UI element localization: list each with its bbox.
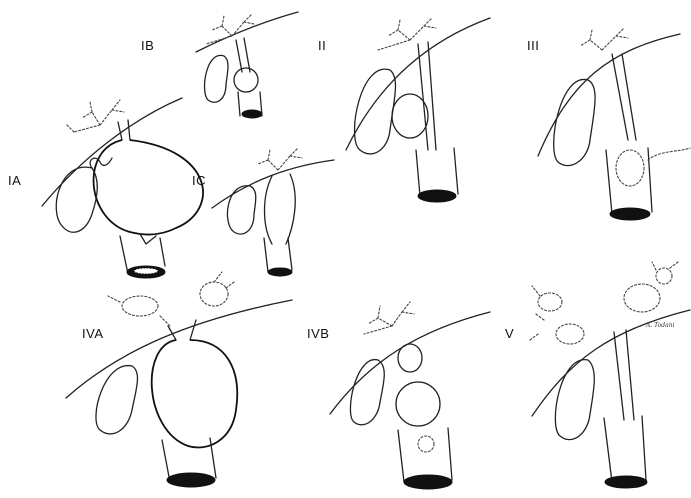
liver-edge [538,34,680,156]
panel-type-ib [196,12,298,118]
choledochocele [616,150,644,186]
panel-type-iii [538,28,690,220]
extrahepatic-cyst [152,340,238,448]
pancreatic-duct [648,148,690,160]
choledochocele [418,436,434,452]
label-type-iii: III [527,38,539,53]
liver-edge [42,98,182,206]
label-type-ia: IA [8,173,21,188]
intrahepatic-ducts [364,302,414,334]
duodenal-lumen [268,268,292,276]
duodenum [264,238,292,272]
cystic-duct [90,158,112,168]
duodenal-lumen-inner [134,268,158,274]
duodenal-lumen [610,208,650,220]
intrahepatic-ducts [580,28,628,50]
duodenal-lumen [167,473,215,487]
intrahepatic-ducts [258,148,302,170]
duodenal-lumen [418,190,456,202]
common-bile-duct [614,330,634,420]
panel-type-ii [346,18,490,202]
gallbladder [227,186,255,234]
intrahepatic-cyst [200,282,228,306]
common-bile-duct [612,54,636,140]
intrahepatic-cyst [538,293,562,311]
duodenal-lumen [605,476,647,488]
panel-type-v [530,262,690,488]
intrahepatic-ducts [66,100,124,132]
label-type-ii: II [318,38,326,53]
intrahepatic-cyst [624,284,660,312]
common-bile-duct [236,38,250,72]
gallbladder [56,167,97,232]
intrahepatic-cyst [556,324,584,344]
fusiform-dilated-duct [265,174,296,244]
gallbladder [96,366,138,434]
panel-type-ivb [330,302,490,489]
upper-cyst [398,344,422,372]
liver-edge [196,12,298,52]
intrahepatic-cyst [122,296,158,316]
label-type-ib: IB [141,38,154,53]
liver-edge [212,160,334,208]
segmental-cyst [234,68,258,92]
lower-cyst [396,382,440,426]
liver-edge [330,312,490,414]
gallbladder [555,360,594,440]
duodenum [606,148,652,214]
liver-edge [346,18,490,150]
label-type-iva: IVA [82,326,104,341]
duodenum [604,416,646,482]
intrahepatic-ducts [378,18,436,50]
duodenal-lumen [404,475,452,489]
duodenum [416,148,458,196]
distal-duct [140,234,156,244]
intrahepatic-cyst [656,268,672,284]
label-type-v: V [505,326,514,341]
duodenal-lumen [242,110,262,118]
gallbladder [350,360,384,425]
label-type-ic: IC [192,173,206,188]
gallbladder [205,55,228,102]
panel-type-ia [42,98,203,278]
artist-signature: A. Todani [646,322,675,329]
panel-type-ic [212,148,334,276]
cyst-wall [94,140,203,235]
diverticulum [392,94,428,138]
panel-type-iva [66,272,292,487]
gallbladder [355,69,396,154]
label-type-ivb: IVB [307,326,329,341]
liver-edge [66,300,292,398]
